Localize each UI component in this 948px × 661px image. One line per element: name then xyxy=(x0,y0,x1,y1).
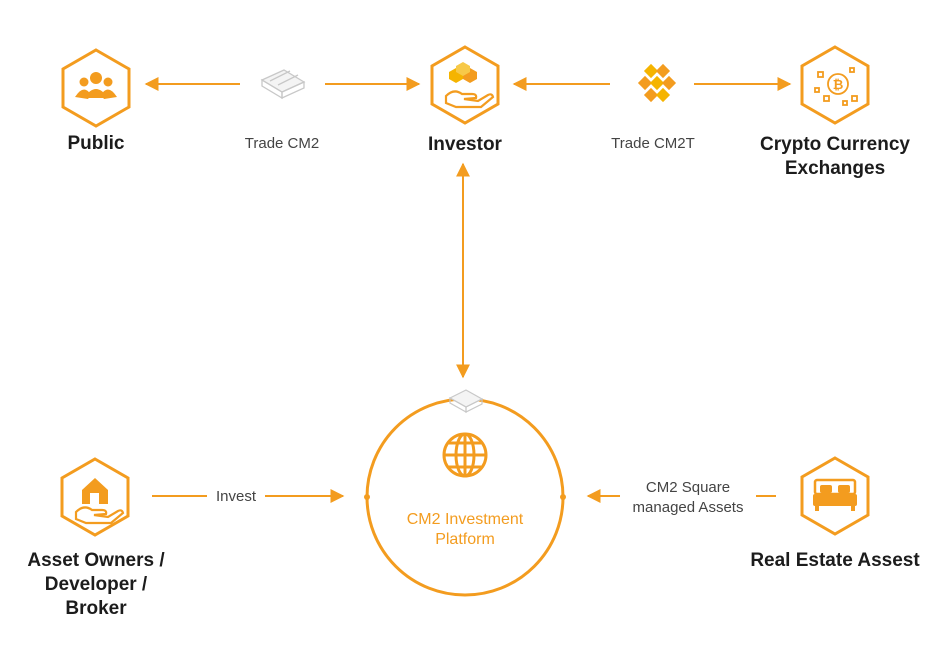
exchanges-hexagon xyxy=(800,45,870,125)
public-label: Public xyxy=(67,133,125,154)
asset-owners-label-line3: Broker xyxy=(65,598,127,619)
bed-icon xyxy=(813,478,857,511)
investor-hexagon xyxy=(430,45,500,125)
hand-with-coins-icon xyxy=(444,62,495,109)
exchanges-label: Crypto Currency Exchanges xyxy=(745,133,925,181)
hand-with-house-icon xyxy=(74,478,125,525)
exchanges-label-line2: Exchanges xyxy=(784,158,886,179)
cm2t-token-icon xyxy=(637,63,677,103)
cm2-token-icon xyxy=(260,69,306,100)
trade-cm2t-label: Trade CM2T xyxy=(588,134,718,154)
platform-circle xyxy=(365,397,565,597)
managed-assets-label: CM2 Square managed Assets xyxy=(620,478,756,518)
managed-assets-line2: managed Assets xyxy=(632,499,744,516)
platform-node xyxy=(364,397,566,597)
people-group-icon xyxy=(75,72,117,99)
exchanges-node: ₿ xyxy=(800,45,870,125)
real-estate-hexagon xyxy=(800,456,870,536)
investor-node xyxy=(430,45,500,125)
cm2-platform-token-icon xyxy=(448,389,484,414)
platform-right-port xyxy=(560,494,566,500)
asset-owners-node xyxy=(60,457,130,537)
asset-owners-label-line2: Developer / xyxy=(44,574,148,595)
real-estate-label: Real Estate Assest xyxy=(750,550,920,571)
platform-label-line2: Platform xyxy=(435,531,495,548)
globe-icon xyxy=(442,432,488,478)
public-node xyxy=(61,48,131,128)
platform-label: CM2 Investment Platform xyxy=(385,510,545,550)
bitcoin-chip-icon: ₿ xyxy=(814,67,858,106)
asset-owners-label: Asset Owners / Developer / Broker xyxy=(10,549,182,621)
platform-left-port xyxy=(364,494,370,500)
public-hexagon xyxy=(61,48,131,128)
svg-text:₿: ₿ xyxy=(833,78,844,93)
trade-cm2-label: Trade CM2 xyxy=(222,134,342,154)
asset-owners-hexagon xyxy=(60,457,130,537)
investor-label: Investor xyxy=(428,134,502,155)
exchanges-label-line1: Crypto Currency xyxy=(760,134,910,155)
managed-assets-line1: CM2 Square xyxy=(645,479,731,496)
platform-label-line1: CM2 Investment xyxy=(406,511,524,528)
real-estate-node xyxy=(800,456,870,536)
invest-label: Invest xyxy=(207,487,265,507)
asset-owners-label-line1: Asset Owners / xyxy=(27,550,165,571)
